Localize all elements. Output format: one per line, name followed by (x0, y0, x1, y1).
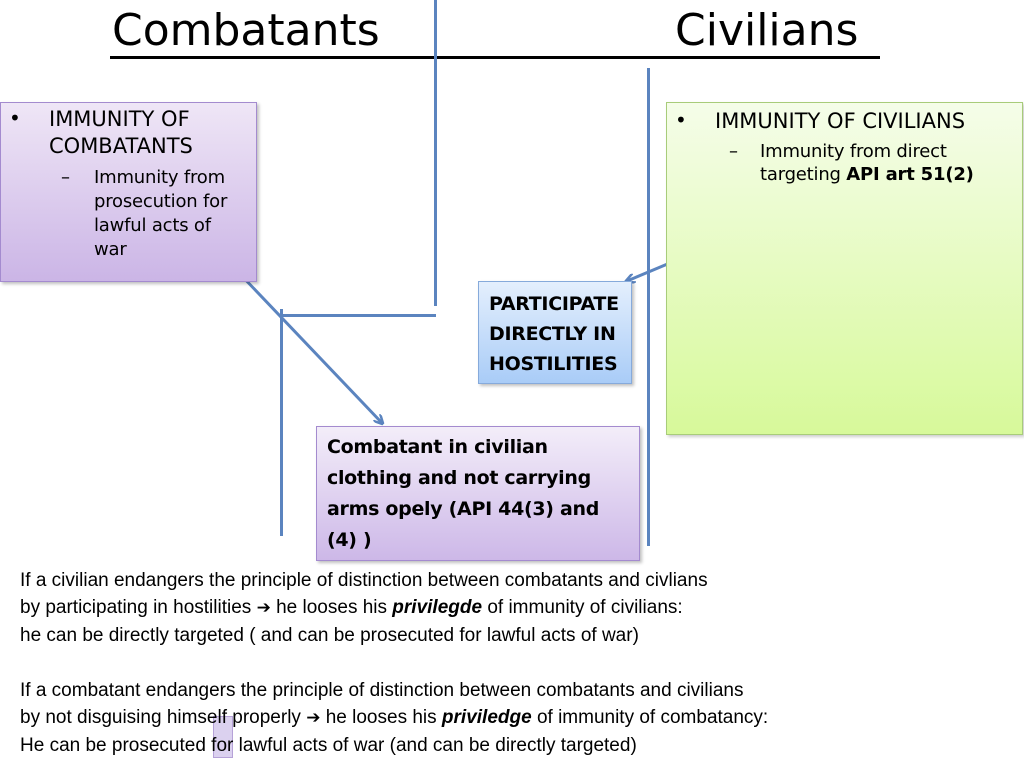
civilians-sub-ref: API art 51(2) (846, 164, 974, 185)
title-underline (110, 56, 880, 59)
combatant-in-civilian-clothing-box: Combatant in civilian clothing and not c… (316, 426, 640, 561)
combatants-sub-line-3: lawful acts of (94, 215, 211, 236)
left-vertical-line (280, 309, 283, 536)
paragraph-2-line-3: He can be prosecuted for lawful acts of … (20, 735, 637, 756)
bullet-icon: • (9, 106, 21, 130)
title-combatants: Combatants (112, 5, 380, 56)
arrow-to-combatant-civilian-box (238, 272, 382, 423)
privilege-emphasis: privilegde (392, 597, 483, 618)
paragraph-2-line-2: by not disguising himself properly ➔ he … (20, 707, 769, 728)
dash-icon: – (729, 141, 738, 162)
horizontal-connector-line (280, 314, 436, 317)
center-divider-line (434, 0, 437, 306)
combatants-sub-line-4: war (94, 239, 127, 260)
combatants-sub-line-1: Immunity from (94, 167, 225, 188)
combatant-civ-line-2: clothing and not carrying (327, 467, 591, 489)
right-vertical-line (647, 68, 650, 546)
combatant-civ-line-1: Combatant in civilian (327, 436, 548, 458)
priviledge-emphasis: priviledge (441, 707, 532, 728)
civilians-heading: IMMUNITY OF CIVILIANS (715, 109, 966, 133)
civilians-sub-line-2: targeting API art 51(2) (760, 164, 974, 185)
title-civilians: Civilians (675, 5, 859, 56)
paragraph-1-line-1: If a civilian endangers the principle of… (20, 570, 708, 591)
participate-line-2: DIRECTLY IN (489, 323, 616, 345)
immunity-of-combatants-box: • IMMUNITY OF COMBATANTS – Immunity from… (0, 102, 257, 282)
participate-line-1: PARTICIPATE (489, 293, 619, 315)
bullet-icon: • (675, 108, 687, 132)
highlight-marker (213, 716, 233, 758)
paragraph-2-line-1: If a combatant endangers the principle o… (20, 680, 744, 701)
combatants-sub-line-2: prosecution for (94, 191, 228, 212)
right-arrow-icon: ➔ (256, 598, 271, 618)
immunity-of-civilians-box: • IMMUNITY OF CIVILIANS – Immunity from … (666, 102, 1023, 435)
paragraph-1-line-2: by participating in hostilities ➔ he loo… (20, 597, 683, 618)
civilians-sub-line-1: Immunity from direct (760, 141, 947, 162)
participate-directly-box: PARTICIPATE DIRECTLY IN HOSTILITIES (478, 281, 632, 384)
right-arrow-icon: ➔ (306, 708, 321, 728)
participate-line-3: HOSTILITIES (489, 353, 618, 375)
combatants-heading-line-2: COMBATANTS (49, 134, 193, 158)
combatants-heading-line-1: IMMUNITY OF (49, 107, 190, 131)
combatant-civ-line-4: (4) ) (327, 529, 372, 551)
dash-icon: – (61, 167, 70, 188)
paragraph-1-line-3: he can be directly targeted ( and can be… (20, 625, 639, 646)
combatant-civ-line-3: arms opely (API 44(3) and (327, 498, 600, 520)
